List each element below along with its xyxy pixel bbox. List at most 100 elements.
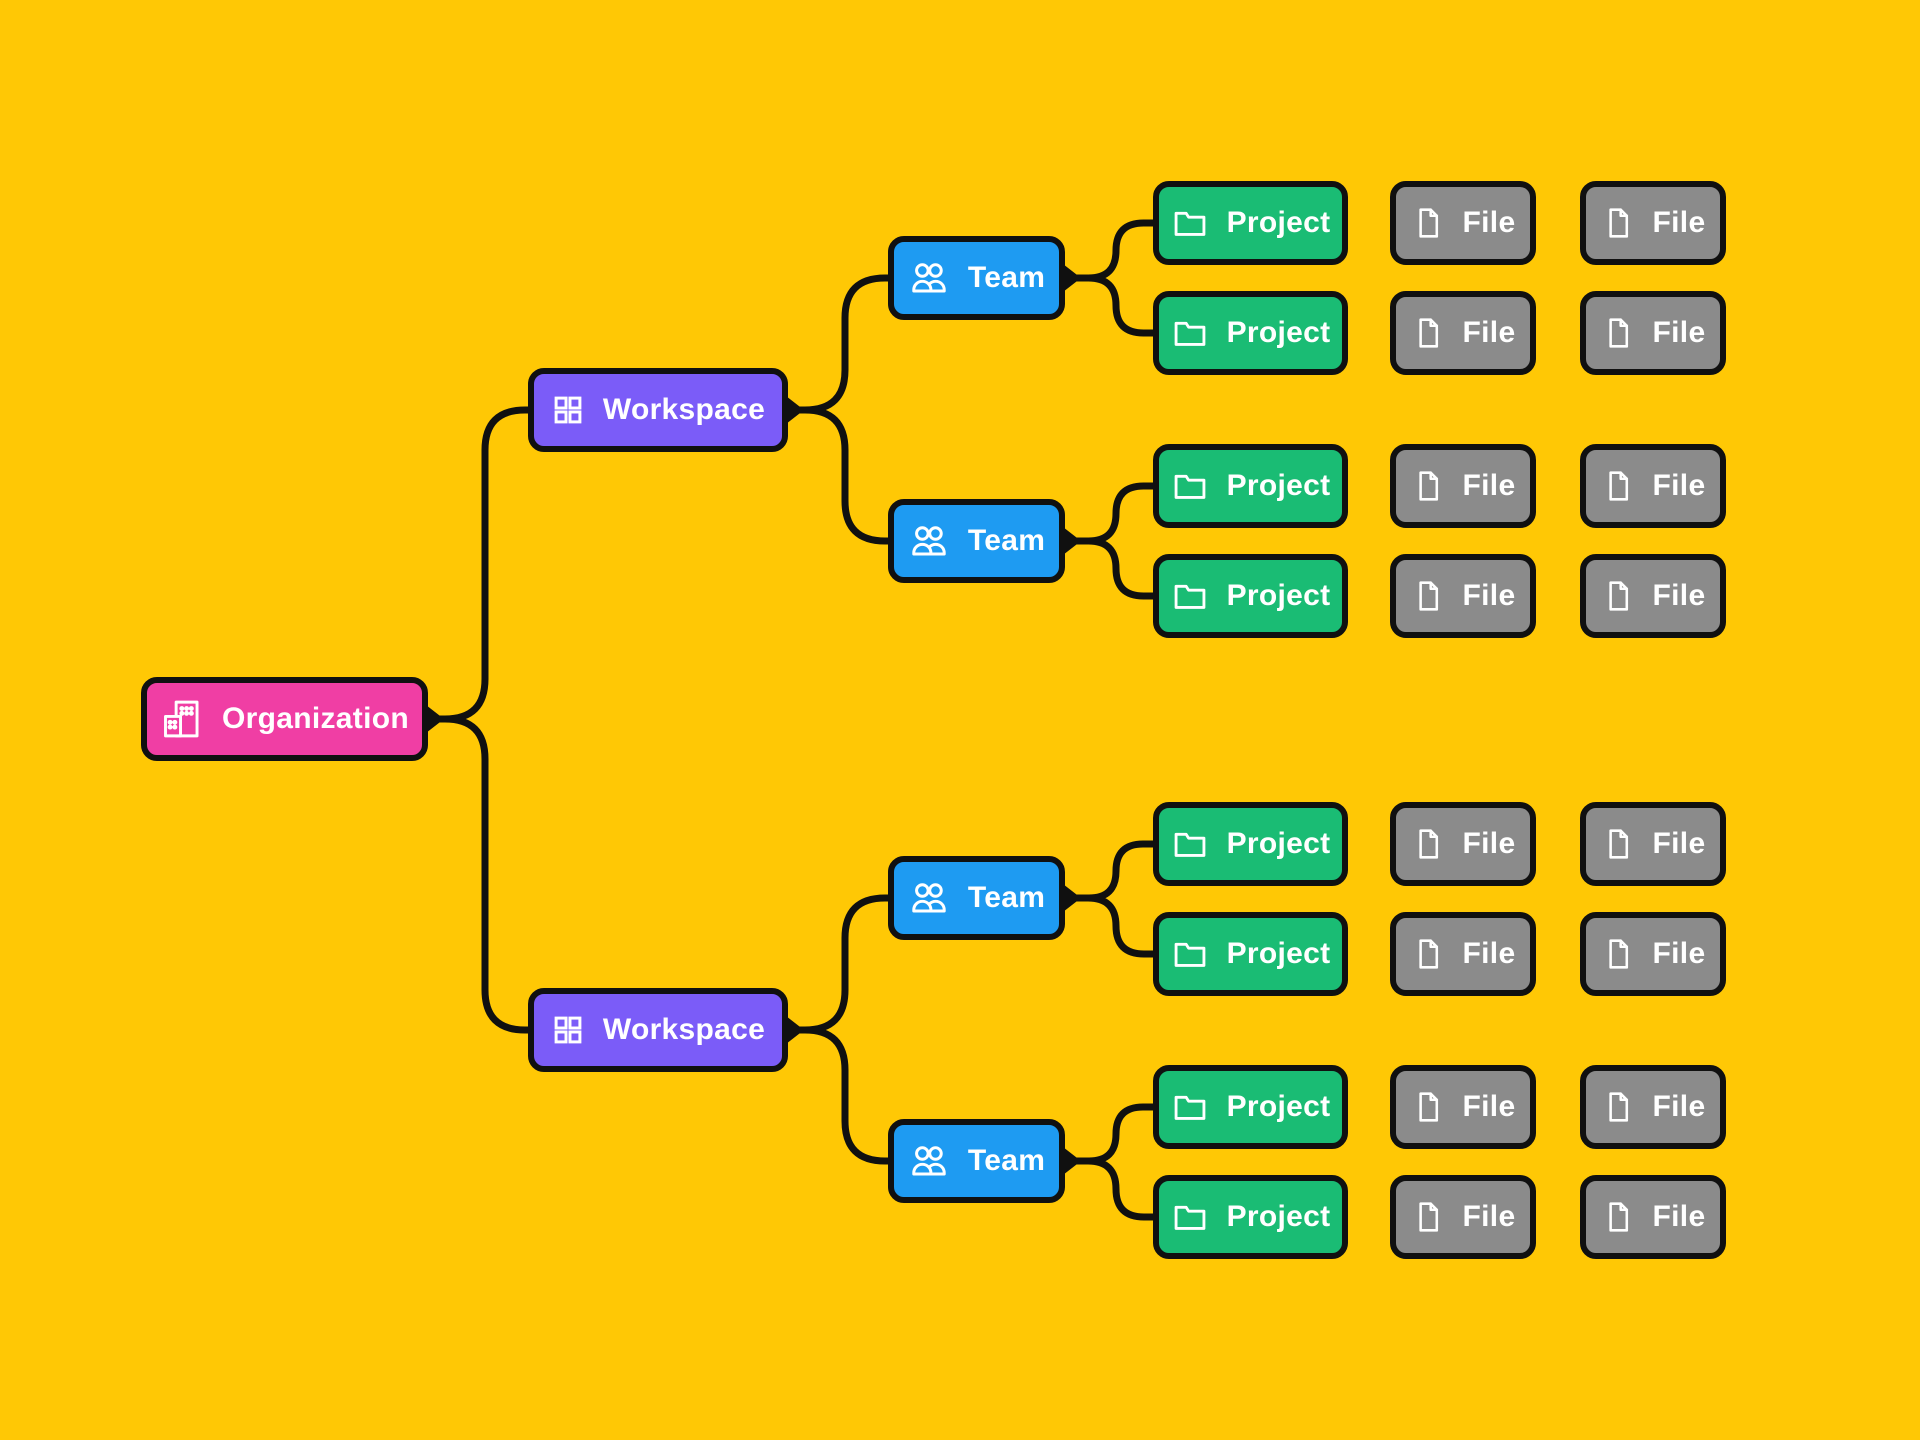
node-label: File: [1652, 1200, 1706, 1233]
folder-icon: [1171, 314, 1209, 352]
node-label: File: [1462, 1090, 1516, 1123]
node-label: File: [1462, 206, 1516, 239]
folder-icon: [1171, 935, 1209, 973]
node-project-4: Project: [1153, 554, 1348, 638]
edge-team-2-project-4: [1071, 537, 1161, 600]
node-file-3: File: [1390, 291, 1536, 375]
node-label: File: [1462, 469, 1516, 502]
grid-icon: [551, 393, 585, 427]
node-label: File: [1652, 827, 1706, 860]
users-icon: [908, 257, 950, 299]
node-label: File: [1462, 1200, 1516, 1233]
node-organization: Organization: [141, 677, 428, 761]
folder-icon: [1171, 1088, 1209, 1126]
node-team-4: Team: [888, 1119, 1065, 1203]
node-label: Project: [1226, 937, 1331, 970]
edge-team-3-project-5: [1071, 840, 1161, 902]
file-icon: [1411, 1200, 1445, 1234]
node-project-7: Project: [1153, 1065, 1348, 1149]
file-icon: [1411, 469, 1445, 503]
node-project-1: Project: [1153, 181, 1348, 265]
edge-team-2-project-3: [1071, 482, 1161, 545]
node-label: Project: [1226, 469, 1331, 502]
edge-workspace-2-team-4: [794, 1026, 896, 1165]
node-label: Project: [1226, 1200, 1331, 1233]
file-icon: [1411, 316, 1445, 350]
node-label: File: [1652, 206, 1706, 239]
edge-organization-workspace-2: [434, 715, 536, 1034]
node-file-8: File: [1580, 554, 1726, 638]
users-icon: [908, 877, 950, 919]
node-label: File: [1652, 579, 1706, 612]
file-icon: [1601, 937, 1635, 971]
node-file-10: File: [1580, 802, 1726, 886]
node-label: Team: [967, 881, 1046, 914]
node-label: Project: [1226, 1090, 1331, 1123]
node-file-14: File: [1580, 1065, 1726, 1149]
node-file-4: File: [1580, 291, 1726, 375]
file-icon: [1411, 206, 1445, 240]
edge-team-4-project-7: [1071, 1103, 1161, 1165]
file-icon: [1601, 1200, 1635, 1234]
building-icon: [160, 697, 204, 741]
edge-team-1-project-2: [1071, 274, 1161, 337]
file-icon: [1601, 1090, 1635, 1124]
node-label: Workspace: [602, 1013, 766, 1046]
node-label: File: [1652, 937, 1706, 970]
node-label: File: [1462, 827, 1516, 860]
node-label: File: [1462, 579, 1516, 612]
node-label: Project: [1226, 316, 1331, 349]
users-icon: [908, 1140, 950, 1182]
node-file-13: File: [1390, 1065, 1536, 1149]
grid-icon: [551, 1013, 585, 1047]
node-project-6: Project: [1153, 912, 1348, 996]
edge-workspace-2-team-3: [794, 894, 896, 1034]
file-icon: [1601, 469, 1635, 503]
node-label: Project: [1226, 206, 1331, 239]
folder-icon: [1171, 467, 1209, 505]
node-label: Project: [1226, 827, 1331, 860]
node-label: File: [1652, 1090, 1706, 1123]
folder-icon: [1171, 204, 1209, 242]
node-label: Workspace: [602, 393, 766, 426]
node-file-9: File: [1390, 802, 1536, 886]
node-file-16: File: [1580, 1175, 1726, 1259]
node-project-5: Project: [1153, 802, 1348, 886]
node-label: Project: [1226, 579, 1331, 612]
node-label: Team: [967, 524, 1046, 557]
folder-icon: [1171, 577, 1209, 615]
users-icon: [908, 520, 950, 562]
edge-team-4-project-8: [1071, 1157, 1161, 1221]
edge-workspace-1-team-2: [794, 406, 896, 545]
node-workspace-2: Workspace: [528, 988, 788, 1072]
node-file-15: File: [1390, 1175, 1536, 1259]
node-label: File: [1652, 469, 1706, 502]
file-icon: [1601, 827, 1635, 861]
file-icon: [1601, 579, 1635, 613]
node-label: Team: [967, 1144, 1046, 1177]
edge-organization-workspace-1: [434, 406, 536, 723]
folder-icon: [1171, 1198, 1209, 1236]
node-file-1: File: [1390, 181, 1536, 265]
node-file-2: File: [1580, 181, 1726, 265]
node-label: Organization: [222, 702, 409, 735]
edge-team-1-project-1: [1071, 219, 1161, 282]
node-team-3: Team: [888, 856, 1065, 940]
node-file-11: File: [1390, 912, 1536, 996]
node-label: File: [1462, 937, 1516, 970]
node-file-7: File: [1390, 554, 1536, 638]
node-team-2: Team: [888, 499, 1065, 583]
file-icon: [1601, 206, 1635, 240]
edge-team-3-project-6: [1071, 894, 1161, 958]
node-label: File: [1652, 316, 1706, 349]
file-icon: [1411, 827, 1445, 861]
node-project-8: Project: [1153, 1175, 1348, 1259]
edge-workspace-1-team-1: [794, 274, 896, 414]
node-project-3: Project: [1153, 444, 1348, 528]
node-file-5: File: [1390, 444, 1536, 528]
node-label: Team: [967, 261, 1046, 294]
node-file-6: File: [1580, 444, 1726, 528]
file-icon: [1411, 1090, 1445, 1124]
node-label: File: [1462, 316, 1516, 349]
